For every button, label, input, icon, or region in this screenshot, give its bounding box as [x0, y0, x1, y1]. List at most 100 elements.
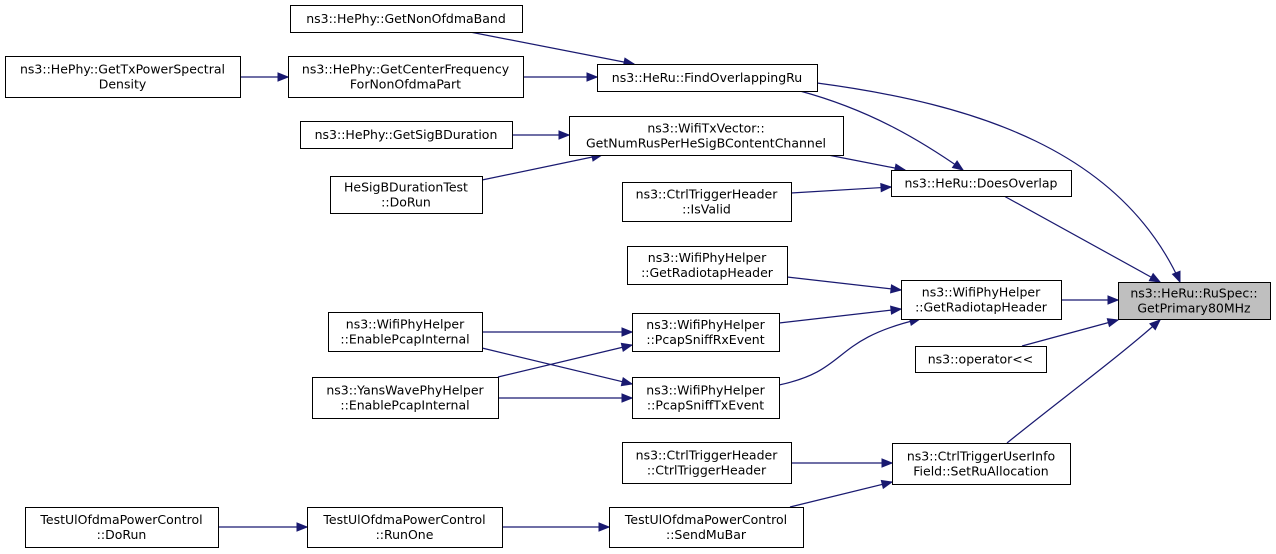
node-isValid[interactable]: ns3::CtrlTriggerHeader::IsValid: [622, 182, 792, 222]
arrowhead-icon: [1107, 295, 1120, 305]
node-sendMuBar[interactable]: TestUlOfdmaPowerControl::SendMuBar: [609, 507, 804, 548]
node-label-line: ::GetRadiotapHeader: [641, 265, 774, 280]
node-label-line: ns3::WifiPhyHelper: [646, 383, 765, 398]
node-getSigBDuration[interactable]: ns3::HePhy::GetSigBDuration: [300, 121, 513, 149]
node-box: [290, 5, 523, 33]
node-operatorStream[interactable]: ns3::operator<<: [915, 346, 1047, 373]
node-getRadiotapHeader2[interactable]: ns3::WifiPhyHelper::GetRadiotapHeader: [627, 246, 788, 285]
arrowhead-icon: [951, 160, 965, 171]
node-box: [915, 346, 1047, 373]
arrowhead-icon: [1149, 319, 1161, 331]
node-label-line: ns3::HeRu::FindOverlappingRu: [612, 70, 802, 85]
edge-line: [778, 308, 902, 324]
arrowhead-icon: [880, 479, 894, 490]
node-heSigBDurationTest[interactable]: HeSigBDurationTest::DoRun: [330, 176, 483, 214]
node-label-line: ::IsValid: [682, 202, 731, 217]
edge-doRun-to-runOne: [218, 522, 309, 532]
arrowhead-icon: [621, 327, 634, 337]
node-box: [312, 377, 499, 419]
node-label-line: ns3::CtrlTriggerHeader: [636, 448, 779, 463]
edge-getRadiotapHeader-to-target: [1061, 295, 1120, 305]
node-label-line: ns3::HePhy::GetSigBDuration: [315, 127, 498, 142]
node-label-line: ns3::YansWavePhyHelper: [326, 383, 484, 398]
node-label-line: TestUlOfdmaPowerControl: [624, 512, 787, 527]
node-doesOverlap[interactable]: ns3::HeRu::DoesOverlap: [891, 170, 1072, 197]
node-ctrlTriggerHeader[interactable]: ns3::CtrlTriggerHeader::CtrlTriggerHeade…: [622, 442, 792, 484]
edge-line: [799, 90, 964, 171]
node-label-line: ns3::operator<<: [928, 352, 1034, 367]
node-label-line: ::CtrlTriggerHeader: [647, 463, 767, 478]
node-box: [627, 246, 788, 285]
arrowhead-icon: [620, 342, 634, 353]
arrowhead-icon: [621, 393, 634, 403]
node-label-line: ::DoRun: [381, 195, 431, 210]
node-pcapSniffTxEvent[interactable]: ns3::WifiPhyHelper::PcapSniffTxEvent: [632, 377, 780, 419]
edge-yansEnablePcap-to-pcapSniffTxEvent: [498, 393, 634, 403]
node-label-line: ::GetRadiotapHeader: [915, 300, 1048, 315]
node-box: [288, 56, 524, 98]
node-doRun[interactable]: TestUlOfdmaPowerControl::DoRun: [25, 507, 219, 548]
node-runOne[interactable]: TestUlOfdmaPowerControl::RunOne: [307, 507, 503, 548]
edge-setRuAllocation-to-target: [1006, 319, 1161, 444]
edge-line: [497, 344, 633, 378]
node-pcapSniffRxEvent[interactable]: ns3::WifiPhyHelper::PcapSniffRxEvent: [632, 313, 780, 352]
node-label-line: ::SendMuBar: [666, 527, 747, 542]
edge-wifiEnablePcap-to-pcapSniffRxEvent: [482, 327, 634, 337]
node-getNonOfdmaBand[interactable]: ns3::HePhy::GetNonOfdmaBand: [290, 5, 523, 33]
node-box: [307, 507, 503, 548]
node-box: [5, 56, 241, 98]
edge-heSigBDurationTest-to-getNumRus: [481, 152, 604, 181]
arrowhead-icon: [296, 522, 309, 532]
node-target: ns3::HeRu::RuSpec::GetPrimary80MHz: [1118, 282, 1271, 320]
node-label-line: ::DoRun: [97, 527, 147, 542]
node-label-line: ns3::HeRu::RuSpec::: [1130, 286, 1257, 301]
edge-yansEnablePcap-to-pcapSniffRxEvent: [497, 342, 634, 378]
edge-line: [790, 186, 892, 194]
edge-line: [1021, 319, 1119, 347]
node-label-line: TestUlOfdmaPowerControl: [39, 512, 202, 527]
node-box: [891, 170, 1072, 197]
node-label-line: Field::SetRuAllocation: [913, 464, 1048, 479]
node-box: [892, 443, 1071, 485]
node-label-line: GetPrimary80MHz: [1137, 301, 1251, 316]
edge-line: [816, 82, 1181, 283]
node-box: [901, 280, 1062, 320]
edge-line: [827, 154, 906, 171]
node-box: [300, 121, 513, 149]
edge-line: [469, 31, 635, 65]
node-getCenterFrequency[interactable]: ns3::HePhy::GetCenterFrequencyForNonOfdm…: [288, 56, 524, 98]
node-box: [25, 507, 219, 548]
edge-line: [786, 276, 902, 291]
node-label-line: ns3::HePhy::GetTxPowerSpectral: [20, 62, 225, 77]
arrowhead-icon: [1148, 272, 1162, 283]
node-box: [632, 313, 780, 352]
edge-isValid-to-doesOverlap: [790, 182, 893, 194]
node-box: [597, 64, 818, 92]
node-box: [632, 377, 780, 419]
edge-doesOverlap-to-target: [1003, 195, 1162, 283]
arrowhead-icon: [620, 376, 634, 387]
node-label-line: Density: [99, 77, 147, 92]
edge-wifiEnablePcap-to-pcapSniffTxEvent: [481, 347, 634, 387]
node-label-line: HeSigBDurationTest: [344, 180, 468, 195]
arrowhead-icon: [598, 522, 611, 532]
node-label-line: ForNonOfdmaPart: [350, 77, 461, 92]
edge-runOne-to-sendMuBar: [502, 522, 611, 532]
node-setRuAllocation[interactable]: ns3::CtrlTriggerUserInfoField::SetRuAllo…: [892, 443, 1071, 485]
node-getNumRus[interactable]: ns3::WifiTxVector::GetNumRusPerHeSigBCon…: [569, 116, 844, 156]
node-label-line: ::PcapSniffRxEvent: [646, 332, 764, 347]
edge-operatorStream-to-target: [1021, 318, 1120, 347]
node-box: [1118, 282, 1271, 320]
arrowhead-icon: [1106, 318, 1120, 328]
node-yansEnablePcap[interactable]: ns3::YansWavePhyHelper::EnablePcapIntern…: [312, 377, 499, 419]
arrowhead-icon: [1171, 270, 1181, 284]
node-label-line: ns3::CtrlTriggerHeader: [636, 187, 779, 202]
node-wifiEnablePcap[interactable]: ns3::WifiPhyHelper::EnablePcapInternal: [328, 312, 483, 352]
edge-line: [1006, 319, 1161, 444]
node-findOverlappingRu[interactable]: ns3::HeRu::FindOverlappingRu: [597, 64, 818, 92]
node-getRadiotapHeader[interactable]: ns3::WifiPhyHelper::GetRadiotapHeader: [901, 280, 1062, 320]
node-label-line: ns3::WifiPhyHelper: [922, 285, 1041, 300]
node-label-line: ::PcapSniffTxEvent: [647, 398, 764, 413]
node-label-line: ns3::CtrlTriggerUserInfo: [907, 449, 1055, 464]
